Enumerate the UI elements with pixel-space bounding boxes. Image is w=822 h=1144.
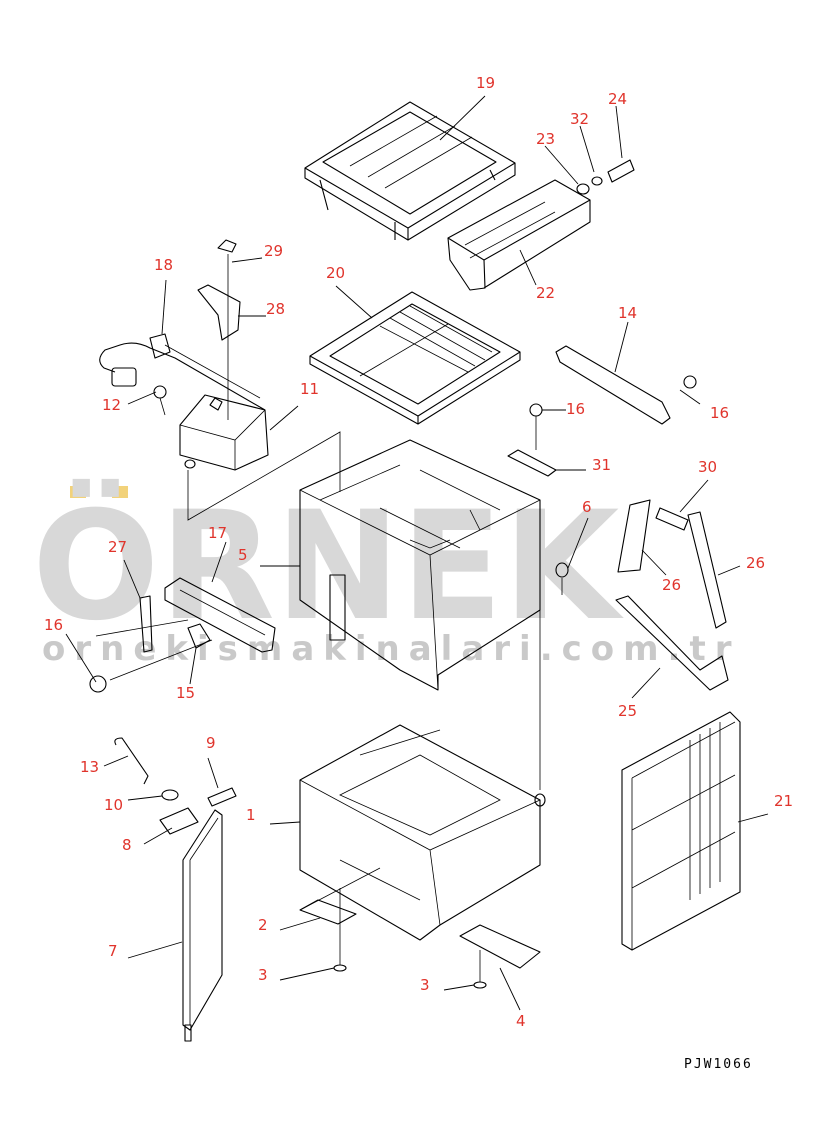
part-18-harness [99,333,266,411]
part-28-clip [197,284,241,341]
part-9-bolt [207,787,237,807]
label-2: 2 [258,916,268,934]
label-27: 27 [108,538,127,556]
part-29-clip [217,239,237,420]
label-8: 8 [122,836,132,854]
part-10-nut [161,789,179,801]
part-24-bolt [607,159,635,183]
part-13-hose [114,737,149,785]
part-17-bracket [164,577,276,653]
label-7: 7 [108,942,118,960]
part-26-seal-a [617,499,651,573]
label-26-left: 26 [662,576,681,594]
part-19-frame [304,101,516,241]
label-31: 31 [592,456,611,474]
part-26-seal-b [687,511,727,629]
leader-lines [65,95,769,1011]
part-1-lower-case [299,724,546,941]
label-21: 21 [774,792,793,810]
label-20: 20 [326,264,345,282]
label-10: 10 [104,796,123,814]
label-24: 24 [608,90,627,108]
part-5-upper-case [299,439,541,691]
part-3-fastener-a [333,930,347,972]
part-27-clip [139,595,153,653]
part-22-bracket [447,159,635,291]
label-30: 30 [698,458,717,476]
watermark-url: ornekismakinalari.com.tr [42,629,741,669]
watermark-dot [112,486,128,498]
part-4-bracket [459,924,541,969]
part-labels: 19 24 32 23 22 29 18 20 28 14 11 12 16 1… [44,74,793,1030]
drawing-code: PJW1066 [684,1057,753,1072]
part-25-seal [615,595,729,691]
part-23-washer [576,183,590,195]
part-12-clip [153,385,167,416]
label-19: 19 [476,74,495,92]
watermark: ÖRNEK ornekismakinalari.com.tr [32,478,741,669]
label-29: 29 [264,242,283,260]
part-8-bracket [159,807,199,835]
label-4: 4 [516,1012,526,1030]
part-11-housing [179,394,269,471]
part-21-filter [621,711,741,951]
part-31-plate [507,403,557,477]
part-16-clip-b [89,675,107,693]
label-12: 12 [102,396,121,414]
label-32: 32 [570,110,589,128]
part-6-clip [555,562,569,595]
label-16-right: 16 [710,404,729,422]
watermark-dot [70,486,86,498]
part-32-washer [591,176,603,186]
label-13: 13 [80,758,99,776]
part-20-filter [309,291,521,425]
label-15: 15 [176,684,195,702]
label-11: 11 [300,380,319,398]
part-15-plate [187,623,211,649]
label-18: 18 [154,256,173,274]
part-16-clip-a [529,403,543,417]
part-14-strip [555,345,671,425]
label-14: 14 [618,304,637,322]
part-30-seal [655,507,689,531]
part-7-core [182,809,223,1042]
label-23: 23 [536,130,555,148]
label-25: 25 [618,702,637,720]
label-6: 6 [582,498,592,516]
label-16-left: 16 [44,616,63,634]
label-5: 5 [238,546,248,564]
label-16-top: 16 [566,400,585,418]
part-16-clip-c [683,375,697,389]
label-9: 9 [206,734,216,752]
part-3-fastener-b [473,950,487,989]
label-3-right: 3 [420,976,430,994]
label-1: 1 [246,806,256,824]
label-17: 17 [208,524,227,542]
label-28: 28 [266,300,285,318]
label-3-left: 3 [258,966,268,984]
label-22: 22 [536,284,555,302]
label-26-right: 26 [746,554,765,572]
part-2-bracket [299,899,357,925]
